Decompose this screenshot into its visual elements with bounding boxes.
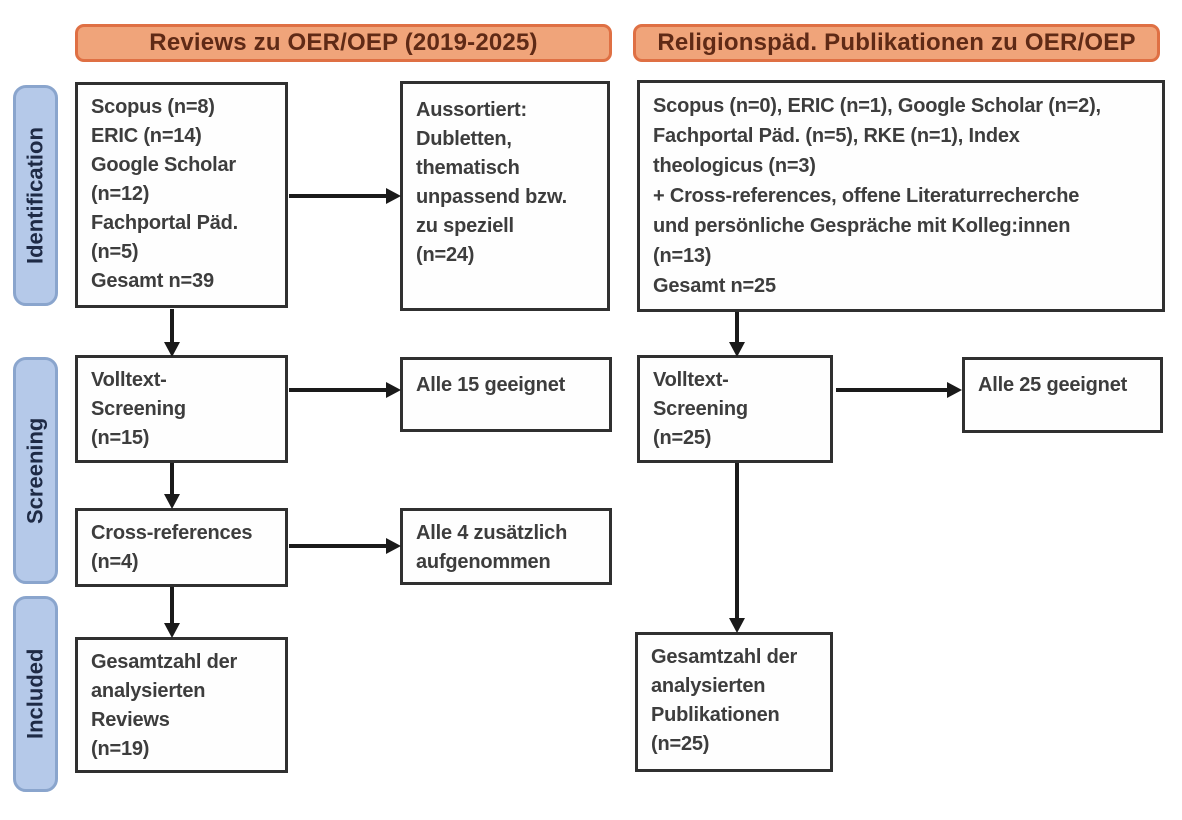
arrow-reviews-sources-to-fulltext-head — [164, 342, 180, 357]
arrow-reviews-fulltext-to-crossref-head — [164, 494, 180, 509]
arrow-reviews-fulltext-to-result-line — [289, 388, 386, 392]
arrow-reviews-crossref-to-result-line — [289, 544, 386, 548]
box-line: Gesamt n=39 — [91, 270, 214, 292]
stage-label-included: Included — [13, 596, 58, 792]
box-line: zu speziell — [416, 215, 514, 237]
arrow-relpaed-sources-to-fulltext-line — [735, 312, 739, 342]
box-line: Reviews — [91, 709, 170, 731]
arrow-reviews-sources-to-excluded-line — [289, 194, 386, 198]
column-header-reviews: Reviews zu OER/OEP (2019-2025) — [75, 24, 612, 62]
arrow-relpaed-sources-to-fulltext-head — [729, 342, 745, 357]
arrow-reviews-crossref-to-result-head — [386, 538, 401, 554]
box-line: (n=12) — [91, 183, 150, 205]
box-reviews-included-total: Gesamtzahl der analysierten Reviews (n=1… — [75, 637, 288, 773]
box-line: (n=13) — [653, 245, 712, 267]
box-reviews-fulltext-result: Alle 15 geeignet — [400, 357, 612, 432]
arrow-reviews-sources-to-fulltext-line — [170, 309, 174, 342]
arrow-relpaed-fulltext-to-included-head — [729, 618, 745, 633]
box-reviews-excluded: Aussortiert: Dubletten, thematisch unpas… — [400, 81, 610, 311]
box-line: (n=5) — [91, 241, 139, 263]
box-line: Google Scholar — [91, 154, 237, 176]
box-line: Volltext- — [653, 369, 729, 391]
arrow-reviews-sources-to-excluded-head — [386, 188, 401, 204]
box-line: (n=19) — [91, 738, 150, 760]
stage-label-screening: Screening — [13, 357, 58, 584]
box-line: (n=4) — [91, 551, 139, 573]
box-line: und persönliche Gespräche mit Kolleg:inn… — [653, 215, 1071, 237]
stage-label-identification-text: Identification — [22, 127, 48, 264]
box-relpaed-included-total: Gesamtzahl der analysierten Publikatione… — [635, 632, 833, 772]
box-line: Fachportal Päd. — [91, 212, 239, 234]
box-relpaed-fulltext-screening: Volltext- Screening (n=25) — [637, 355, 833, 463]
box-line: Dubletten, — [416, 128, 512, 150]
box-line: (n=25) — [653, 427, 712, 449]
box-line: analysierten — [651, 675, 766, 697]
box-relpaed-sources: Scopus (n=0), ERIC (n=1), Google Scholar… — [637, 80, 1165, 312]
box-line: (n=25) — [651, 733, 710, 755]
column-header-reviews-label: Reviews zu OER/OEP (2019-2025) — [149, 29, 538, 56]
box-line: Gesamt n=25 — [653, 275, 776, 297]
box-line: Screening — [653, 398, 748, 420]
stage-label-identification: Identification — [13, 85, 58, 306]
box-line: Fachportal Päd. (n=5), RKE (n=1), Index — [653, 125, 1020, 147]
box-line: Alle 4 zusätzlich — [416, 522, 568, 544]
box-line: (n=24) — [416, 244, 475, 266]
box-line: thematisch — [416, 157, 520, 179]
box-line: + Cross-references, offene Literaturrech… — [653, 185, 1080, 207]
box-reviews-fulltext-screening: Volltext- Screening (n=15) — [75, 355, 288, 463]
box-line: Scopus (n=0), ERIC (n=1), Google Scholar… — [653, 95, 1101, 117]
arrow-reviews-crossref-to-included-line — [170, 587, 174, 623]
box-line: Alle 15 geeignet — [416, 374, 566, 396]
box-line: Gesamtzahl der — [91, 651, 238, 673]
box-line: Alle 25 geeignet — [978, 374, 1128, 396]
box-line: Volltext- — [91, 369, 167, 391]
box-relpaed-fulltext-result: Alle 25 geeignet — [962, 357, 1163, 433]
box-line: (n=15) — [91, 427, 150, 449]
box-line: Aussortiert: — [416, 99, 527, 121]
column-header-religionspaed-label: Religionspäd. Publikationen zu OER/OEP — [657, 29, 1136, 56]
arrow-relpaed-fulltext-to-included-line — [735, 463, 739, 618]
arrow-reviews-fulltext-to-crossref-line — [170, 463, 174, 494]
box-line: theologicus (n=3) — [653, 155, 816, 177]
box-line: aufgenommen — [416, 551, 551, 573]
arrow-reviews-fulltext-to-result-head — [386, 382, 401, 398]
box-reviews-crossreferences: Cross-references (n=4) — [75, 508, 288, 587]
arrow-reviews-crossref-to-included-head — [164, 623, 180, 638]
box-line: Gesamtzahl der — [651, 646, 798, 668]
stage-label-included-text: Included — [22, 648, 48, 740]
box-reviews-crossref-result: Alle 4 zusätzlich aufgenommen — [400, 508, 612, 585]
box-line: Scopus (n=8) — [91, 96, 215, 118]
box-line: analysierten — [91, 680, 206, 702]
arrow-relpaed-fulltext-to-result-line — [836, 388, 947, 392]
box-line: unpassend bzw. — [416, 186, 567, 208]
box-line: Cross-references — [91, 522, 253, 544]
box-line: ERIC (n=14) — [91, 125, 202, 147]
box-line: Screening — [91, 398, 186, 420]
box-line: Publikationen — [651, 704, 780, 726]
arrow-relpaed-fulltext-to-result-head — [947, 382, 962, 398]
column-header-religionspaed: Religionspäd. Publikationen zu OER/OEP — [633, 24, 1160, 62]
box-reviews-sources: Scopus (n=8) ERIC (n=14) Google Scholar … — [75, 82, 288, 308]
stage-label-screening-text: Screening — [22, 417, 48, 524]
